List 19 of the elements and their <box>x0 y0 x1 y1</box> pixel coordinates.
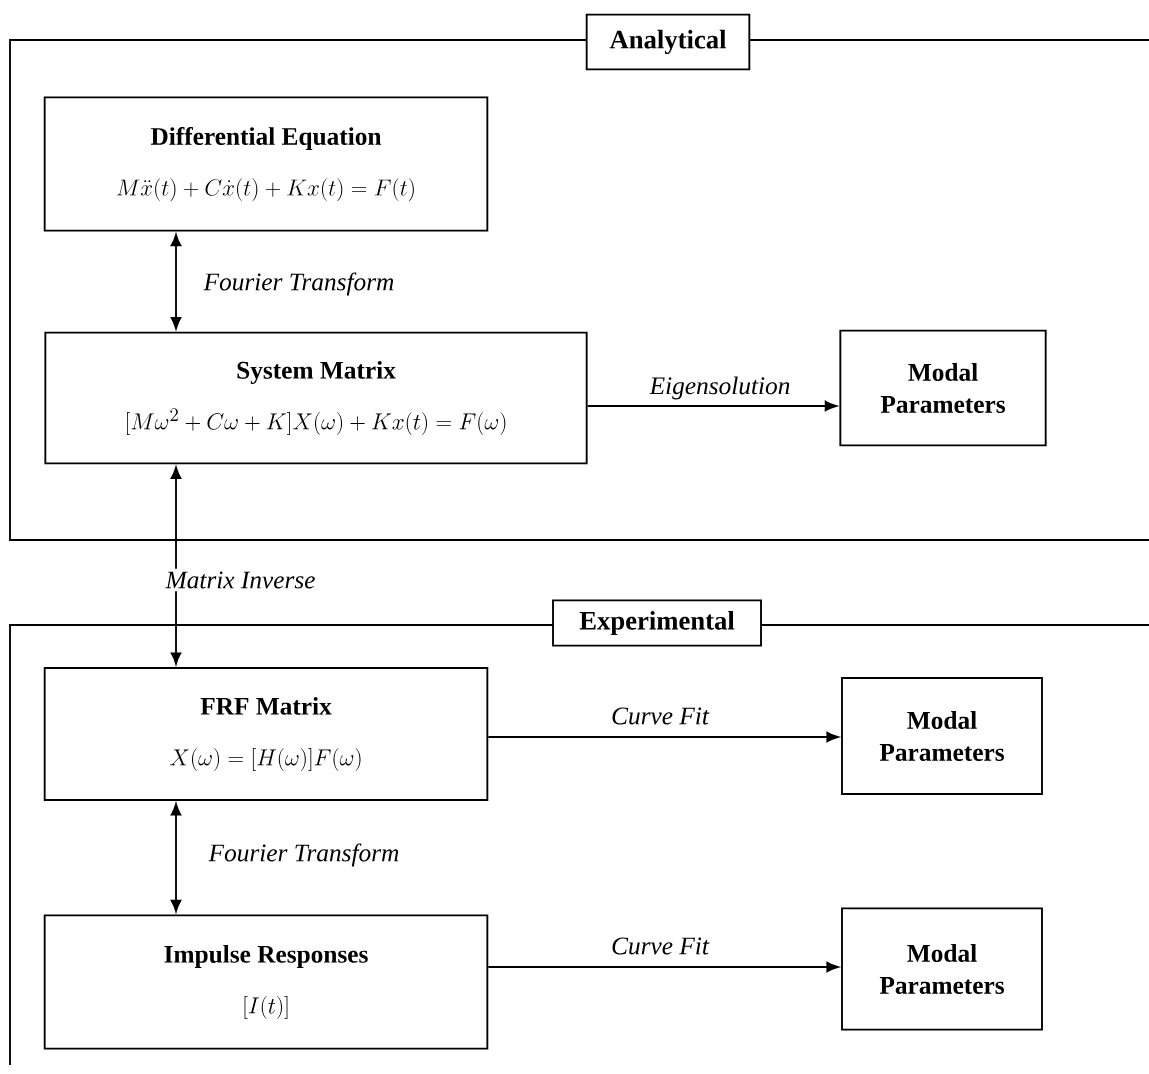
process-box: Differential Equation $M\ddot{x}(t) + C\dot{x}(t) + Kx(t) = F(t)$ <box>43 96 489 232</box>
process-box: Modal Parameters <box>841 907 1043 1031</box>
arrow <box>170 803 182 912</box>
edge-label: Eigensolution <box>646 373 794 403</box>
edge-label: Fourier Transform <box>205 840 402 870</box>
process-box: Modal Parameters <box>841 677 1043 795</box>
process-box: Modal Parameters <box>839 329 1047 447</box>
process-box: Impulse Responses $[I(t)]$ <box>43 914 489 1050</box>
process-box: System Matrix $[M\omega^{2} + C\omega + K]X(\omega) + Kx(t) = F(\omega)$ <box>44 331 588 465</box>
arrow <box>586 400 837 412</box>
arrow <box>487 731 839 743</box>
edge-label: Curve Fit <box>608 934 712 958</box>
arrow <box>170 466 182 665</box>
edge-label: Fourier Transform <box>200 269 397 299</box>
edge-label: Curve Fit <box>608 704 712 728</box>
process-box: FRF Matrix $X(\omega) = [H(\omega)]F(\omega)$ <box>43 667 489 801</box>
edge-label: Matrix Inverse <box>162 568 319 592</box>
arrow <box>487 961 839 973</box>
arrow <box>170 234 182 330</box>
